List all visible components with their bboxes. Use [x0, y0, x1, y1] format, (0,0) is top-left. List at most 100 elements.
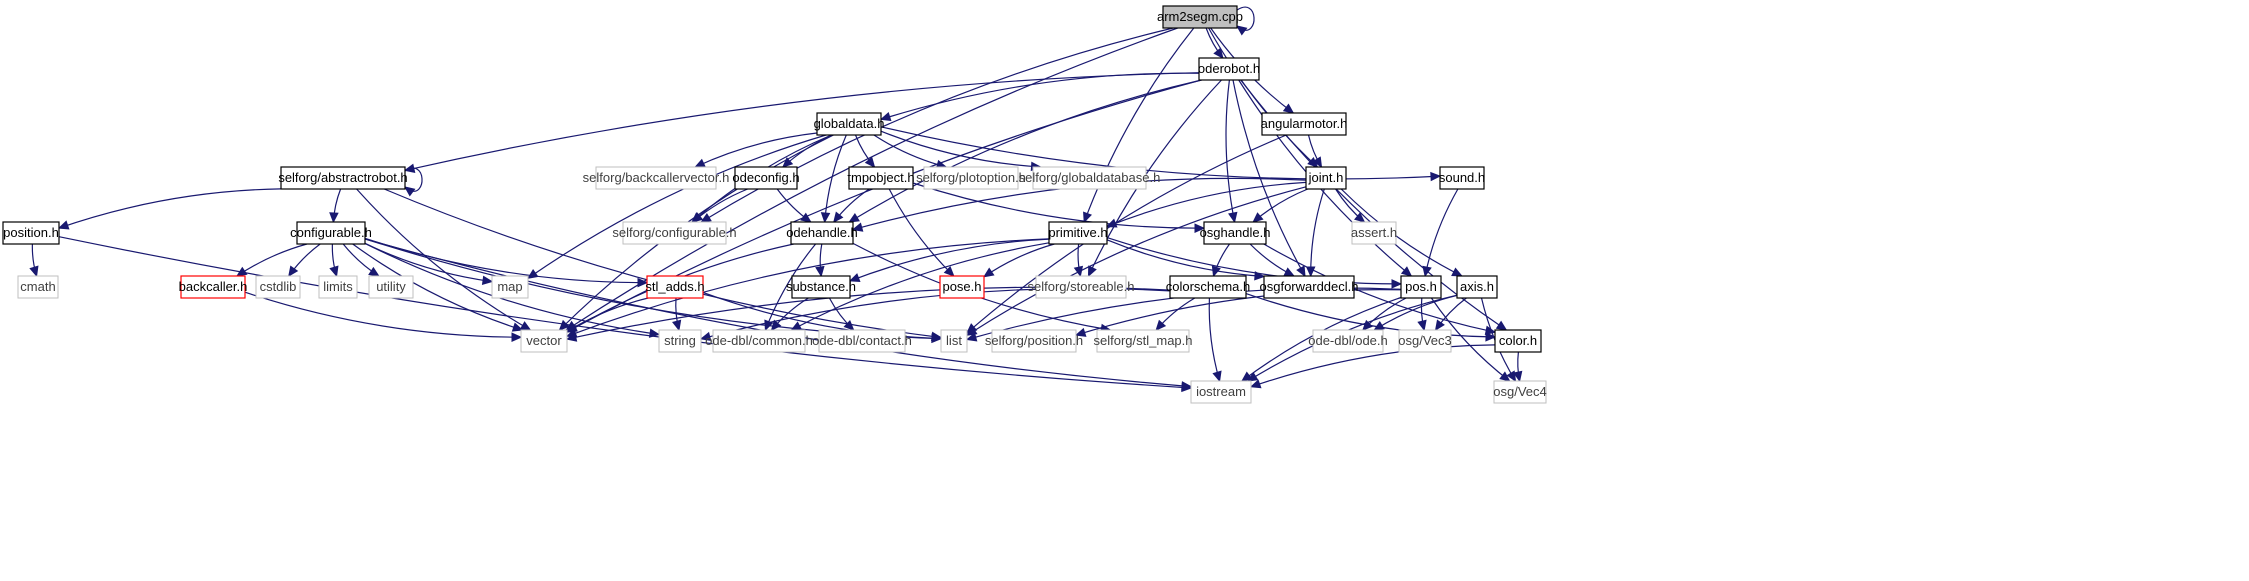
node-odeode[interactable]: ode-dbl/ode.h: [1308, 329, 1388, 353]
node-tmpobject[interactable]: tmpobject.h: [847, 166, 915, 190]
edge-abstractrobot-to-configurable: [329, 188, 342, 224]
node-configurable[interactable]: configurable.h: [290, 221, 372, 245]
node-label: stl_adds.h: [645, 279, 704, 294]
node-sfconfigurable[interactable]: selforg/configurable.h: [612, 221, 737, 245]
node-box: [1096, 329, 1190, 353]
node-label: list: [946, 333, 962, 348]
node-vec4[interactable]: osg/Vec4: [1493, 380, 1547, 404]
node-odehandle[interactable]: odehandle.h: [786, 221, 858, 245]
node-colorschema[interactable]: colorschema.h: [1166, 275, 1251, 299]
node-box: [2, 221, 60, 245]
node-box: [790, 221, 854, 245]
node-box: [520, 329, 568, 353]
node-label: oderobot.h: [1198, 61, 1260, 76]
edge-globaldata-to-plotoption: [873, 134, 948, 170]
node-label: ode-dbl/contact.h: [812, 333, 912, 348]
node-osgforwarddecl[interactable]: osgforwarddecl.h: [1260, 275, 1359, 299]
node-box: [1398, 329, 1452, 353]
node-abstractrobot[interactable]: selforg/abstractrobot.h: [278, 166, 408, 190]
edge-primitive-to-storeable: [1073, 243, 1084, 278]
node-backcaller[interactable]: backcaller.h: [179, 275, 248, 299]
node-label: ode-dbl/ode.h: [1308, 333, 1388, 348]
node-label: configurable.h: [290, 225, 372, 240]
edge-pos-to-odeode: [1362, 297, 1407, 331]
edge-joint-to-primitive: [1105, 181, 1307, 228]
edge-configurable-to-vector: [352, 243, 524, 332]
node-label: joint.h: [1308, 170, 1344, 185]
node-utility[interactable]: utility: [368, 275, 414, 299]
node-box: [1305, 166, 1347, 190]
node-sound[interactable]: sound.h: [1439, 166, 1485, 190]
node-label: backcaller.h: [179, 279, 248, 294]
edge-color-to-vec4: [1513, 351, 1523, 383]
node-oderobot[interactable]: oderobot.h: [1198, 57, 1260, 81]
node-odeconfig[interactable]: odeconfig.h: [732, 166, 800, 190]
node-map[interactable]: map: [491, 275, 529, 299]
node-pos[interactable]: pos.h: [1400, 275, 1442, 299]
node-axis[interactable]: axis.h: [1456, 275, 1498, 299]
node-box: [1169, 275, 1247, 299]
node-odecommon[interactable]: ode-dbl/common.h: [705, 329, 813, 353]
node-box: [658, 329, 702, 353]
node-box: [368, 275, 414, 299]
node-label: selforg/globaldatabase.h: [1019, 170, 1161, 185]
node-cstdlib[interactable]: cstdlib: [255, 275, 301, 299]
node-globaldatabase[interactable]: selforg/globaldatabase.h: [1019, 166, 1161, 190]
node-joint[interactable]: joint.h: [1305, 166, 1347, 190]
edge-colorschema-to-stlmap: [1155, 297, 1196, 331]
node-limits[interactable]: limits: [318, 275, 358, 299]
node-substance[interactable]: substance.h: [786, 275, 856, 299]
node-assert[interactable]: assert.h: [1351, 221, 1397, 245]
edge-stl_adds-to-list: [702, 291, 943, 343]
edge-colorschema-to-iostream: [1208, 297, 1222, 383]
edge-globaldata-to-tmpobject: [854, 134, 876, 168]
node-color[interactable]: color.h: [1494, 329, 1542, 353]
edge-oderobot-to-abstractrobot: [403, 72, 1200, 173]
edge-arm2segm-to-joint: [1208, 27, 1319, 168]
node-stl_adds[interactable]: stl_adds.h: [645, 275, 705, 299]
node-label: angularmotor.h: [1261, 116, 1348, 131]
node-backcallervector[interactable]: selforg/backcallervector.h: [583, 166, 730, 190]
node-label: osghandle.h: [1200, 225, 1271, 240]
edge-globaldata-to-globaldatabase: [880, 130, 1042, 172]
node-label: vector: [526, 333, 562, 348]
node-box: [939, 275, 985, 299]
edge-joint-to-assert: [1335, 188, 1366, 223]
node-label: utility: [376, 279, 406, 294]
node-string[interactable]: string: [658, 329, 702, 353]
node-label: pose.h: [942, 279, 981, 294]
edge-oderobot-to-osghandle: [1225, 79, 1238, 224]
node-label: selforg/backcallervector.h: [583, 170, 730, 185]
edge-odeconfig-to-odehandle: [776, 188, 812, 223]
node-box: [491, 275, 529, 299]
node-position[interactable]: position.h: [2, 221, 60, 245]
node-vec3[interactable]: osg/Vec3: [1398, 329, 1452, 353]
node-sfposition[interactable]: selforg/position.h: [985, 329, 1083, 353]
node-pose[interactable]: pose.h: [939, 275, 985, 299]
node-plotoption[interactable]: selforg/plotoption.h: [916, 166, 1026, 190]
edge-tmpobject-to-osghandle: [912, 182, 1206, 233]
node-label: selforg/configurable.h: [612, 225, 736, 240]
node-globaldata[interactable]: globaldata.h: [814, 112, 885, 136]
edge-pos-to-vec3: [1417, 297, 1427, 332]
edge-angularmotor-to-joint: [1307, 134, 1323, 169]
edge-arm2segm-to-primitive: [1083, 27, 1195, 224]
node-vector[interactable]: vector: [520, 329, 568, 353]
edge-osghandle-to-colorschema: [1211, 243, 1230, 278]
node-iostream[interactable]: iostream: [1190, 380, 1252, 404]
edge-arm2segm-to-sfconfigurable: [700, 27, 1174, 223]
node-label: position.h: [3, 225, 59, 240]
node-box: [318, 275, 358, 299]
node-angularmotor[interactable]: angularmotor.h: [1261, 112, 1348, 136]
node-osghandle[interactable]: osghandle.h: [1200, 221, 1271, 245]
node-primitive[interactable]: primitive.h: [1048, 221, 1108, 245]
edge-abstractrobot-to-position: [57, 188, 282, 230]
node-storeable[interactable]: selforg/storeable.h: [1028, 275, 1135, 299]
node-cmath[interactable]: cmath: [17, 275, 59, 299]
node-list[interactable]: list: [940, 329, 968, 353]
node-arm2segm[interactable]: arm2segm.cpp: [1157, 5, 1243, 29]
node-odecontact[interactable]: ode-dbl/contact.h: [812, 329, 912, 353]
node-stlmap[interactable]: selforg/stl_map.h: [1094, 329, 1193, 353]
edge-joint-to-osgforwarddecl: [1305, 188, 1325, 278]
